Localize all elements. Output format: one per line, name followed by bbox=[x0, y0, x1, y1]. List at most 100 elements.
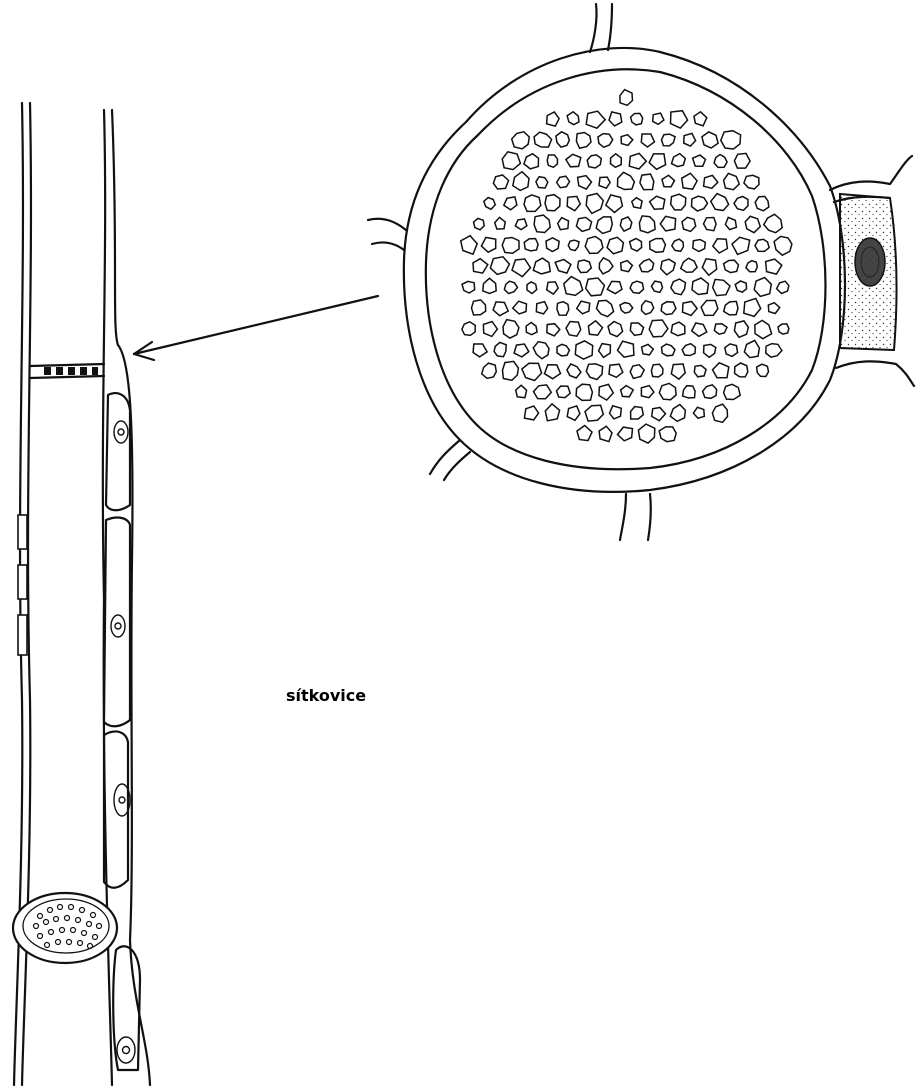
sieve-pore bbox=[755, 320, 772, 338]
sieve-pore bbox=[621, 135, 633, 146]
sieve-pores bbox=[461, 90, 792, 444]
sieve-pore bbox=[630, 281, 644, 293]
sieve-pore bbox=[504, 197, 517, 210]
sieve-pore bbox=[586, 364, 602, 380]
sieve-pore bbox=[757, 364, 769, 376]
sieve-pore bbox=[504, 281, 517, 293]
sieve-pore bbox=[598, 134, 613, 148]
sieve-pore bbox=[599, 258, 613, 274]
pointer-arrow bbox=[134, 296, 378, 360]
sieve-pore bbox=[462, 322, 475, 336]
sieve-pore bbox=[567, 364, 581, 378]
sieve-pore bbox=[599, 344, 611, 358]
sieve-pore bbox=[610, 406, 622, 419]
sieve-pore bbox=[724, 384, 741, 399]
sieve-pore bbox=[524, 406, 538, 420]
sieve-pore bbox=[526, 322, 537, 334]
sieve-pore bbox=[631, 113, 643, 125]
sieve-pore bbox=[545, 365, 561, 379]
sieve-pore bbox=[556, 132, 569, 147]
figure-label: sítkovice bbox=[286, 686, 366, 705]
sieve-pore bbox=[714, 155, 727, 168]
sieve-pore bbox=[692, 278, 708, 295]
sieve-pore bbox=[692, 323, 707, 336]
sieve-pore bbox=[546, 238, 559, 252]
sieve-pore bbox=[744, 298, 761, 316]
sieve-pore bbox=[599, 177, 610, 188]
sieve-pore bbox=[545, 195, 560, 211]
sieve-pore bbox=[704, 175, 718, 188]
sieve-pore bbox=[681, 258, 697, 272]
sieve-pore bbox=[618, 172, 635, 189]
sieve-pore bbox=[596, 217, 612, 234]
sieve-pore bbox=[545, 404, 559, 421]
sieve-pore bbox=[713, 363, 729, 378]
sieve-pore bbox=[516, 385, 527, 397]
sieve-pore bbox=[547, 282, 559, 294]
sieve-pore bbox=[524, 154, 539, 169]
sieve-pore bbox=[639, 259, 653, 272]
sieve-pore bbox=[607, 281, 622, 293]
sieve-pore bbox=[585, 236, 603, 253]
sieve-pore bbox=[692, 196, 708, 211]
sieve-pore bbox=[547, 155, 557, 167]
sieve-pore bbox=[534, 385, 552, 399]
sieve-pore bbox=[724, 260, 739, 272]
sieve-pore bbox=[640, 174, 654, 190]
sieve-pore bbox=[576, 133, 591, 149]
sieve-pore bbox=[513, 172, 529, 191]
sieve-pore bbox=[609, 364, 623, 377]
sieve-pore bbox=[642, 344, 654, 355]
sieve-pore bbox=[711, 194, 729, 211]
longitudinal-section bbox=[13, 103, 150, 1085]
sieve-pore bbox=[547, 324, 560, 336]
sieve-pore bbox=[661, 302, 676, 315]
sieve-pore bbox=[599, 426, 612, 441]
sieve-pore bbox=[586, 194, 603, 214]
companion-cell-cross bbox=[840, 194, 897, 350]
sieve-pore bbox=[683, 386, 696, 398]
sieve-pore bbox=[473, 259, 488, 273]
sieve-pore bbox=[641, 386, 654, 398]
sieve-pore bbox=[683, 302, 698, 316]
sieve-pore bbox=[724, 173, 740, 189]
sieve-pore bbox=[588, 321, 602, 335]
sieve-pore bbox=[671, 322, 685, 336]
sieve-pore bbox=[621, 386, 634, 397]
sieve-pore bbox=[608, 322, 623, 337]
sieve-pore bbox=[578, 176, 592, 189]
sieve-pore bbox=[651, 364, 663, 377]
sieve-pore bbox=[734, 197, 748, 211]
sieve-pore bbox=[713, 279, 730, 295]
sieve-pore bbox=[618, 427, 633, 441]
sieve-pore bbox=[630, 239, 642, 252]
sieve-pore bbox=[662, 175, 675, 187]
sieve-pore bbox=[567, 406, 580, 420]
sieve-pore bbox=[577, 301, 590, 314]
sieve-pore bbox=[512, 132, 530, 149]
sieve-pore bbox=[671, 194, 686, 210]
sieve-pore bbox=[564, 277, 583, 296]
sieve-pore bbox=[557, 302, 569, 316]
sieve-pore bbox=[659, 383, 676, 399]
sieve-pore bbox=[607, 237, 623, 254]
sieve-pore bbox=[578, 260, 592, 273]
sieve-pore bbox=[754, 278, 771, 297]
sieve-pore bbox=[524, 239, 538, 251]
sieve-pore bbox=[682, 217, 696, 231]
sieve-pore bbox=[575, 341, 592, 359]
sieve-pore bbox=[568, 240, 579, 250]
cross-section bbox=[368, 4, 914, 540]
sieve-pore bbox=[609, 112, 622, 126]
sieve-pore bbox=[483, 322, 497, 337]
sieve-pore bbox=[766, 344, 782, 358]
sieve-pore bbox=[618, 341, 634, 357]
sieve-pore bbox=[641, 134, 654, 147]
sieve-pore bbox=[462, 281, 475, 293]
sieve-pore bbox=[566, 322, 581, 337]
sieve-pore bbox=[682, 173, 697, 189]
sieve-pore bbox=[555, 260, 571, 274]
sieve-pore bbox=[482, 363, 497, 378]
sieve-pore bbox=[638, 424, 654, 443]
